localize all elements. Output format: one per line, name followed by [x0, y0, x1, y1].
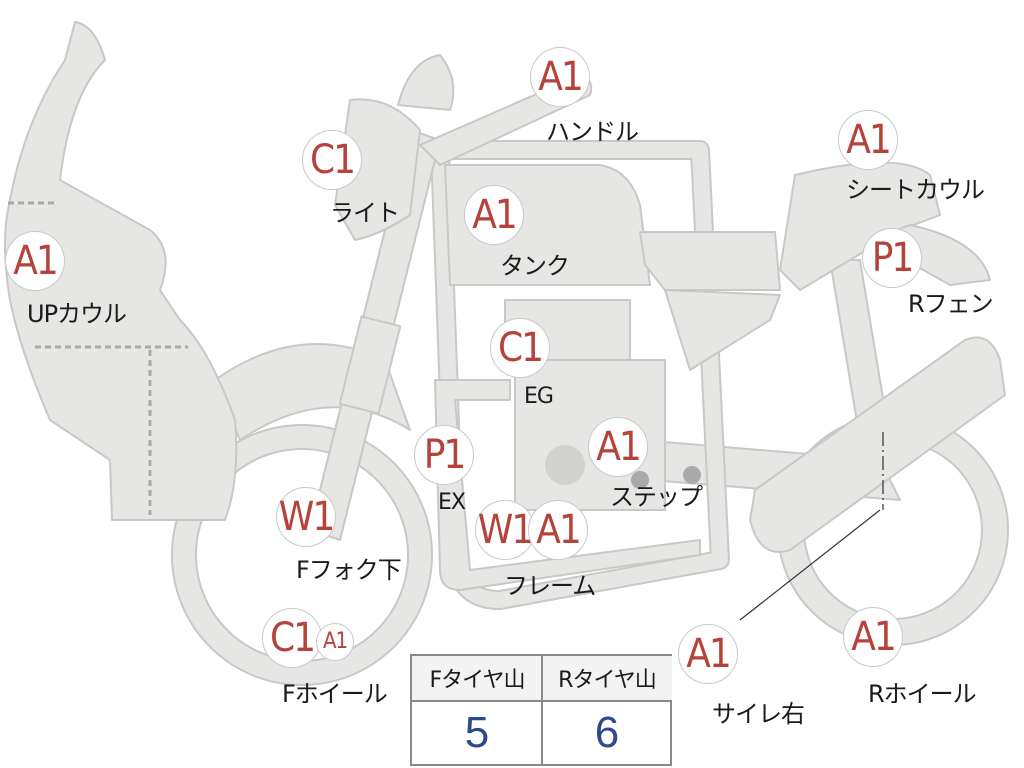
part-label-frame: フレーム — [504, 572, 596, 600]
grade-badge-frame-1: W1 — [475, 500, 535, 560]
exhaust-shape — [434, 379, 701, 591]
grade-badge-handle: A1 — [530, 47, 590, 107]
part-label-f-wheel: Fホイール — [282, 680, 388, 708]
part-label-r-wheel: Rホイール — [868, 680, 977, 708]
grade-badge-seat-cowl: A1 — [838, 110, 898, 170]
table-divider-horizontal — [412, 700, 670, 702]
part-label-light: ライト — [330, 199, 400, 227]
tire-tread-table: Fタイヤ山 Rタイヤ山 5 6 — [410, 654, 672, 766]
seat-shape — [639, 231, 781, 291]
grade-badge-step: A1 — [588, 417, 648, 477]
front-wheel-shape — [171, 424, 433, 686]
grade-badge-engine: C1 — [490, 318, 550, 378]
front-tire-header: Fタイヤ山 — [412, 656, 542, 700]
grade-badge-up-cowl: A1 — [5, 231, 65, 291]
front-tire-value: 5 — [464, 708, 490, 757]
grade-badge-r-wheel: A1 — [843, 607, 903, 667]
part-label-engine: EG — [524, 384, 554, 409]
part-label-handle: ハンドル — [546, 118, 639, 146]
grade-badge-f-wheel-1: C1 — [262, 608, 322, 668]
grade-badge-frame-2: A1 — [528, 500, 588, 560]
part-label-step: ステップ — [610, 483, 703, 511]
part-label-exhaust: EX — [438, 490, 466, 515]
grade-badge-f-wheel-2: A1 — [316, 623, 354, 661]
silencer-shape — [749, 336, 1006, 553]
part-label-silencer-r: サイレ右 — [712, 700, 805, 728]
part-label-f-fork: Fフォク下 — [296, 556, 402, 584]
part-label-up-cowl: UPカウル — [27, 300, 127, 328]
part-label-seat-cowl: シートカウル — [846, 176, 985, 204]
grade-badge-exhaust: P1 — [414, 425, 474, 485]
table-divider-vertical — [541, 656, 543, 766]
part-label-r-fender: Rフェン — [908, 290, 994, 318]
grade-badge-f-fork: W1 — [276, 487, 336, 547]
rear-tire-header: Rタイヤ山 — [542, 656, 672, 700]
grade-badge-light: C1 — [302, 130, 362, 190]
rear-tire-value: 6 — [594, 708, 620, 757]
part-label-tank: タンク — [500, 252, 570, 280]
grade-badge-tank: A1 — [464, 185, 524, 245]
up-cowl-shape — [4, 21, 238, 521]
grade-badge-r-fender: P1 — [862, 228, 922, 288]
grade-badge-silencer-r: A1 — [678, 624, 738, 684]
headlight-shape — [334, 98, 421, 241]
